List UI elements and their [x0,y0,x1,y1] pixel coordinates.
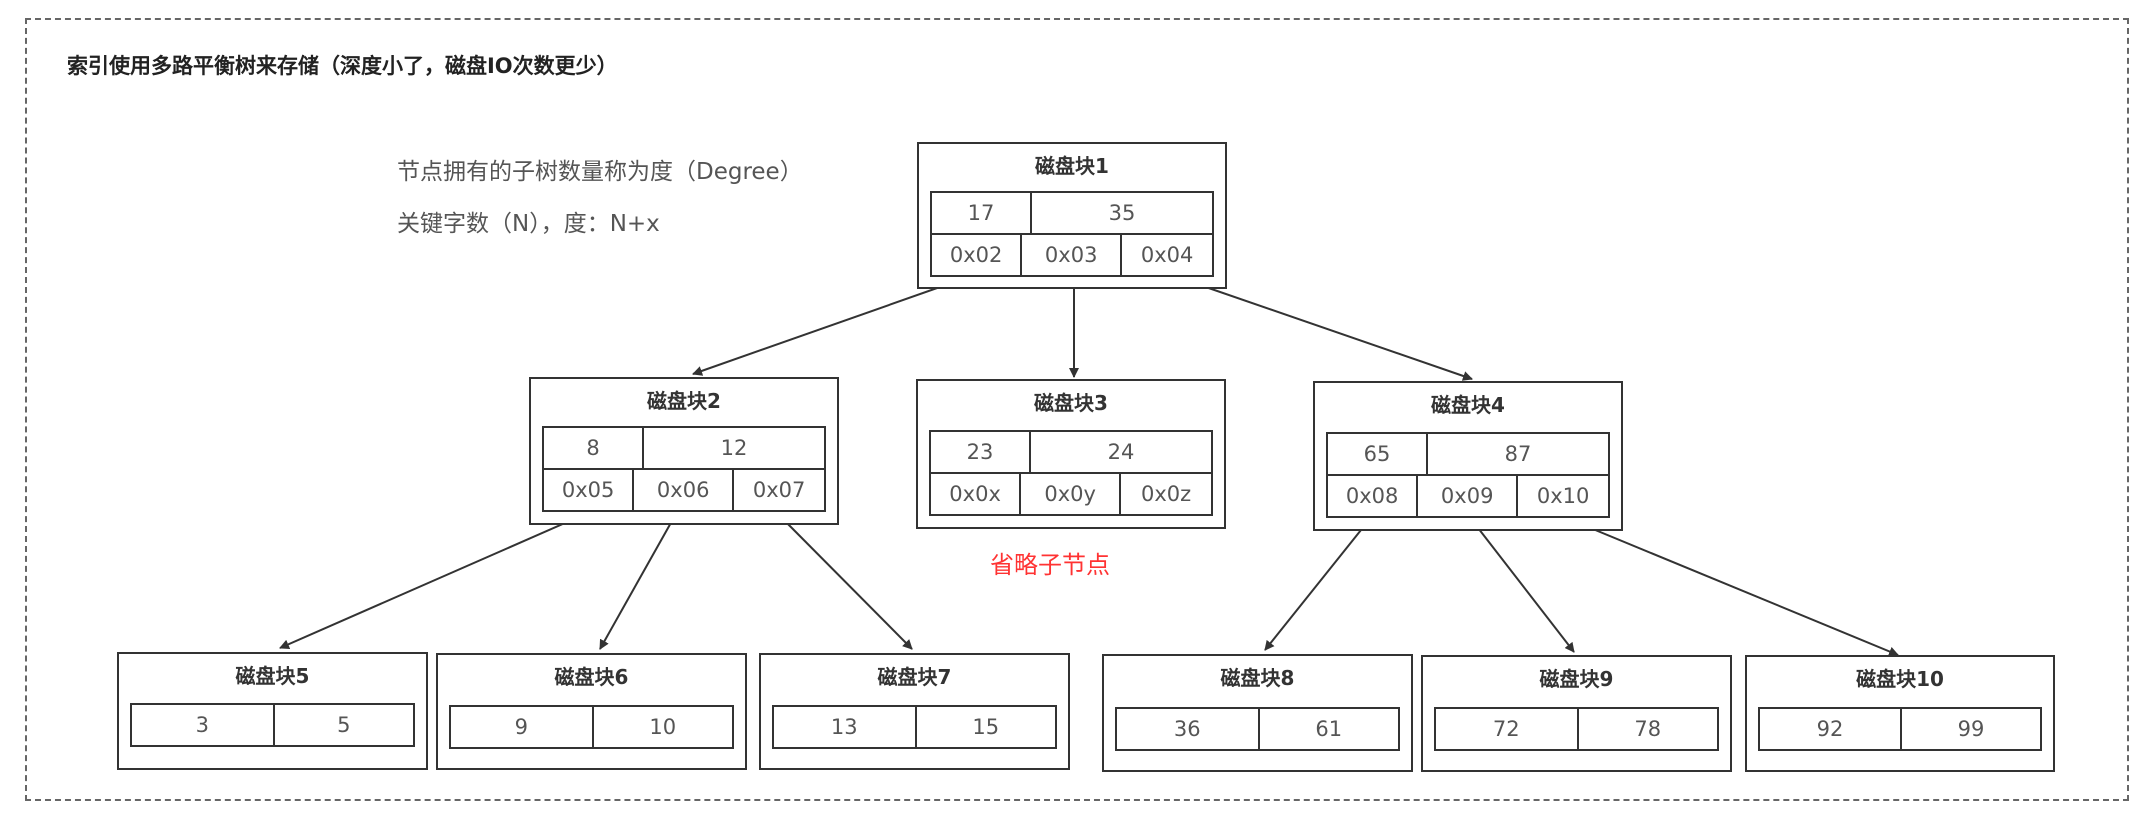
keys-row: 9 10 [451,707,732,747]
disk-block-5: 磁盘块5 3 5 [117,652,428,770]
block-title: 磁盘块4 [1431,393,1505,417]
disk-block-7: 磁盘块7 13 15 [759,653,1070,770]
block-title: 磁盘块9 [1539,667,1614,691]
block-title: 磁盘块8 [1220,666,1295,690]
key-cell: 99 [1900,709,2040,749]
disk-block-3: 磁盘块3 23 24 0x0x 0x0y 0x0z [916,379,1226,529]
pointer-cell: 0x04 [1120,235,1212,275]
edge-b2-b5 [279,511,591,649]
pointers-row: 0x05 0x06 0x07 [544,468,824,510]
edge-b2-b6 [599,511,678,650]
key-cell: 15 [914,707,1056,747]
pointer-cell: 0x02 [949,243,1003,267]
edge-b1-b2 [692,273,978,376]
block-table: 13 15 [772,705,1057,749]
pointer-cell: 0x0x [949,482,1001,506]
keys-row: 65 87 [1328,434,1608,474]
keys-row: 23 24 [931,432,1211,472]
diagram-title: 索引使用多路平衡树来存储（深度小了，磁盘IO次数更少） [67,54,618,78]
disk-block-1: 磁盘块1 17 35 0x02 0x03 0x04 [917,142,1227,289]
edge-b4-b10 [1558,514,1899,657]
keys-row: 36 61 [1117,709,1398,749]
keys-row: 17 35 [932,193,1212,233]
block-title: 磁盘块10 [1856,667,1944,691]
key-cell: 9 [514,715,528,739]
key-cell: 35 [1030,193,1212,233]
keys-row: 8 12 [544,428,824,468]
keys-row: 13 15 [774,707,1055,747]
disk-block-9: 磁盘块9 72 78 [1421,655,1732,772]
keys-row: 72 78 [1436,709,1717,749]
block-table: 3 5 [130,703,415,747]
disk-block-10: 磁盘块10 92 99 [1745,655,2055,772]
pointer-cell: 0x09 [1416,476,1516,516]
key-cell: 65 [1363,442,1391,466]
edge-b4-b9 [1467,514,1575,653]
edge-b2-b7 [775,511,913,650]
block-table: 8 12 0x05 0x06 0x07 [542,426,826,512]
key-cell: 8 [586,436,600,460]
disk-block-6: 磁盘块6 9 10 [436,653,747,770]
key-cell: 72 [1492,717,1520,741]
block-table: 17 35 0x02 0x03 0x04 [930,191,1214,277]
degree-formula-note: 关键字数（N），度：N+x [397,211,660,237]
block-table: 72 78 [1434,707,1719,751]
pointer-cell: 0x05 [561,478,615,502]
pointers-row: 0x0x 0x0y 0x0z [931,472,1211,514]
pointer-cell: 0x07 [732,470,824,510]
omitted-children-label: 省略子节点 [990,551,1110,579]
block-title: 磁盘块5 [235,664,310,688]
keys-row: 3 5 [132,705,413,745]
block-title: 磁盘块2 [647,389,721,413]
key-cell: 10 [591,707,733,747]
block-table: 92 99 [1758,707,2042,751]
block-title: 磁盘块7 [877,665,952,689]
block-table: 23 24 0x0x 0x0y 0x0z [929,430,1213,516]
key-cell: 17 [967,201,995,225]
block-title: 磁盘块3 [1034,391,1108,415]
key-cell: 92 [1816,717,1844,741]
block-title: 磁盘块1 [1035,154,1109,178]
key-cell: 5 [272,705,414,745]
pointers-row: 0x02 0x03 0x04 [932,233,1212,275]
disk-block-4: 磁盘块4 65 87 0x08 0x09 0x10 [1313,381,1623,531]
block-title: 磁盘块6 [554,665,629,689]
block-table: 9 10 [449,705,734,749]
key-cell: 61 [1257,709,1399,749]
key-cell: 24 [1029,432,1211,472]
key-cell: 3 [195,713,209,737]
pointer-cell: 0x03 [1020,235,1120,275]
pointer-cell: 0x08 [1345,484,1399,508]
edge-b1-b4 [1167,273,1473,381]
edge-b4-b8 [1264,514,1374,651]
pointer-cell: 0x10 [1516,476,1608,516]
pointer-cell: 0x0y [1019,474,1119,514]
block-table: 36 61 [1115,707,1400,751]
disk-block-2: 磁盘块2 8 12 0x05 0x06 0x07 [529,377,839,525]
diagram-frame [25,18,2129,801]
degree-definition-note: 节点拥有的子树数量称为度（Degree） [397,159,803,185]
pointers-row: 0x08 0x09 0x10 [1328,474,1608,516]
pointer-cell: 0x0z [1119,474,1211,514]
keys-row: 92 99 [1760,709,2040,749]
key-cell: 78 [1576,709,1718,749]
key-cell: 12 [642,428,824,468]
key-cell: 36 [1173,717,1201,741]
key-cell: 23 [966,440,994,464]
key-cell: 87 [1426,434,1608,474]
pointer-cell: 0x06 [632,470,732,510]
disk-block-8: 磁盘块8 36 61 [1102,654,1413,772]
block-table: 65 87 0x08 0x09 0x10 [1326,432,1610,518]
key-cell: 13 [830,715,858,739]
